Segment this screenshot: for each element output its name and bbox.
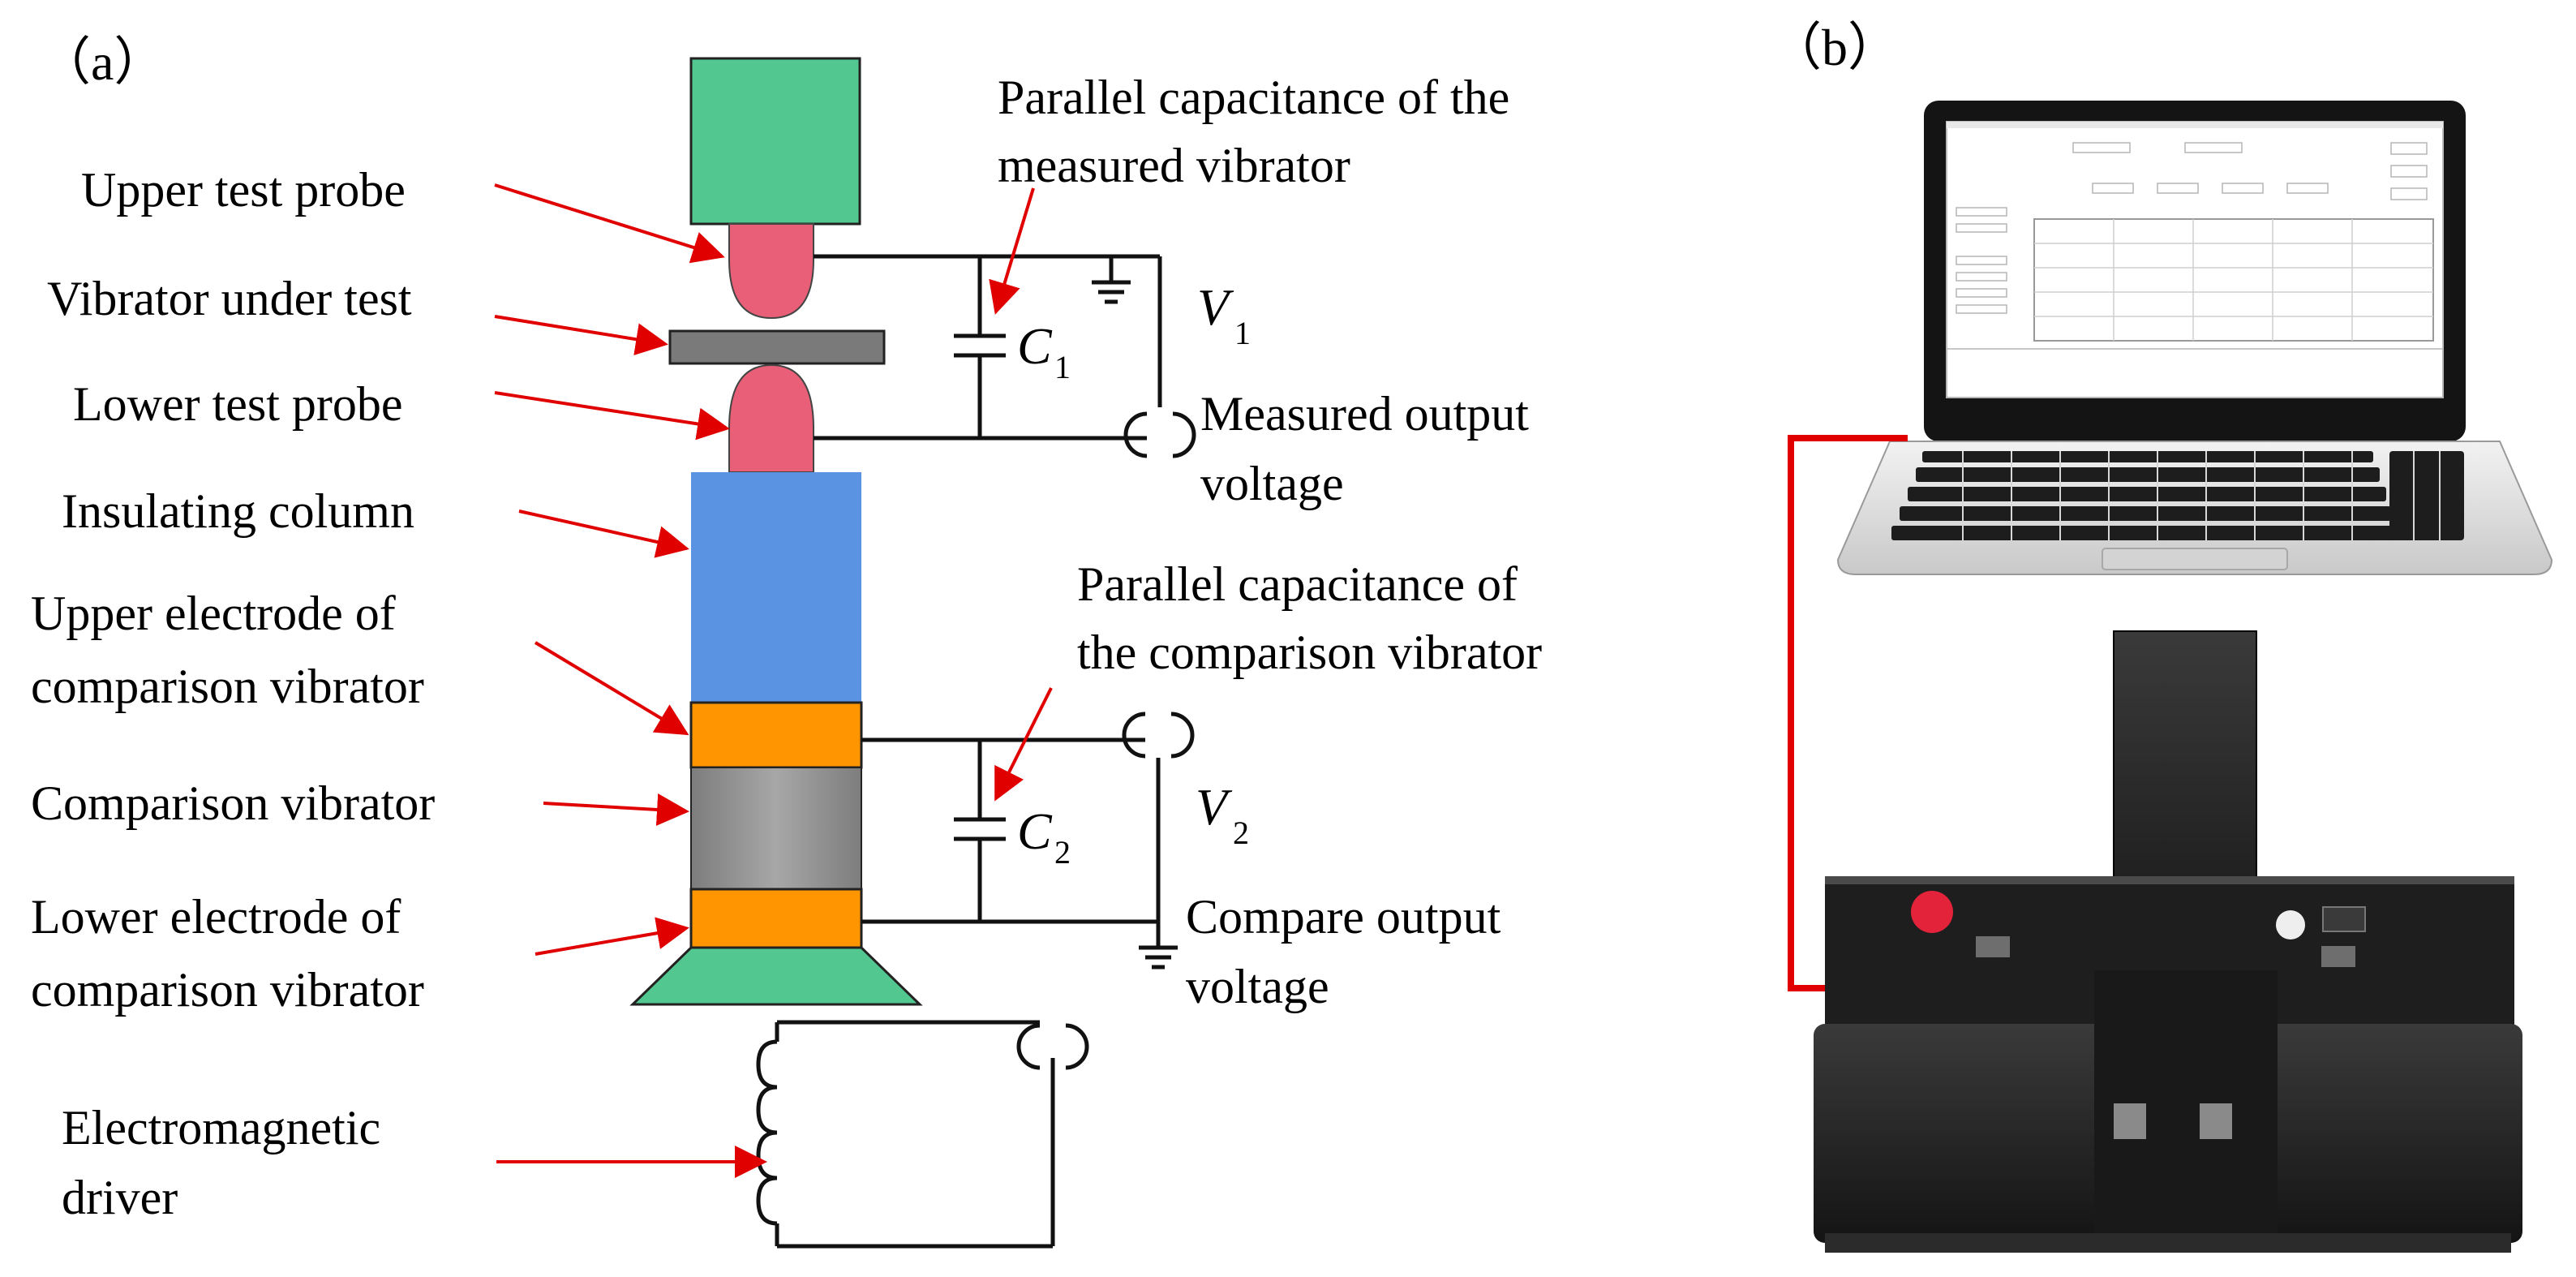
- laptop-photo: [1836, 101, 2553, 575]
- laptop-touchpad: [2102, 548, 2288, 570]
- keyboard-key-gaps: [1962, 451, 2441, 540]
- symbol-v2: V: [1196, 778, 1233, 836]
- latch-front-left: [2114, 1103, 2146, 1139]
- label-measured-line2: voltage: [1200, 457, 1344, 510]
- latch-left-top: [1976, 936, 2010, 957]
- symbol-c2-sub: 2: [1054, 834, 1071, 871]
- base: [629, 946, 923, 1006]
- label-driver-line2: driver: [62, 1171, 178, 1224]
- symbol-v2-sub: 2: [1233, 815, 1249, 851]
- label-compare-line2: voltage: [1186, 960, 1329, 1013]
- electromagnetic-driver: [756, 1020, 1089, 1249]
- emergency-stop-button: [1911, 891, 1953, 933]
- symbol-v1: V: [1197, 278, 1234, 336]
- latch-right-top: [2321, 946, 2355, 967]
- label-comparison-vibrator: Comparison vibrator: [31, 776, 435, 830]
- device-base-strip: [1825, 1233, 2511, 1253]
- circuit-symbols: C 1 C 2 V 1 V 2: [1017, 278, 1251, 871]
- label-upper-electrode-line2: comparison vibrator: [31, 660, 424, 713]
- symbol-c1-sub: 1: [1054, 349, 1071, 385]
- insulating-column: [691, 472, 861, 703]
- screen-controls: [1946, 142, 2444, 398]
- lower-test-probe: [728, 363, 814, 473]
- label-c2-note-line1: Parallel capacitance of: [1077, 557, 1518, 611]
- panel-b: （b）: [1770, 19, 2553, 1253]
- top-green-block: [689, 57, 861, 226]
- comparison-vibrator: [690, 767, 862, 890]
- symbol-c1: C: [1017, 317, 1053, 375]
- label-driver-line1: Electromagnetic: [62, 1101, 380, 1154]
- label-lower-electrode-line2: comparison vibrator: [31, 963, 424, 1017]
- label-insulating-column: Insulating column: [62, 484, 414, 538]
- label-compare-line1: Compare output: [1186, 890, 1501, 944]
- symbol-c2: C: [1017, 802, 1053, 860]
- label-vibrator-under-test: Vibrator under test: [47, 272, 412, 325]
- annotation-arrows: [494, 183, 1053, 1178]
- screen-plot-area: [2033, 218, 2434, 342]
- panel-a-label: （a）: [39, 33, 165, 91]
- panel-b-label: （b）: [1770, 19, 1900, 76]
- label-c2-note-line2: the comparison vibrator: [1077, 626, 1542, 679]
- apparatus-stack: [629, 57, 923, 1006]
- label-upper-test-probe: Upper test probe: [81, 163, 406, 217]
- latch-front-right: [2200, 1103, 2232, 1139]
- label-lower-electrode-line1: Lower electrode of: [31, 890, 401, 944]
- device-top-highlight: [1825, 876, 2514, 884]
- lower-electrode: [689, 888, 863, 949]
- label-c1-note-line2: measured vibrator: [998, 139, 1350, 192]
- label-upper-electrode-line1: Upper electrode of: [31, 587, 396, 640]
- label-c1-note-line1: Parallel capacitance of the: [998, 71, 1509, 124]
- device-photo: [1814, 630, 2522, 1253]
- symbol-v1-sub: 1: [1234, 315, 1251, 351]
- upper-electrode: [689, 701, 863, 769]
- power-switch: [2276, 910, 2305, 939]
- device-display: [2322, 906, 2366, 932]
- measured-circuit: [814, 254, 1196, 458]
- label-lower-test-probe: Lower test probe: [73, 377, 403, 431]
- label-measured-line1: Measured output: [1200, 387, 1529, 441]
- upper-test-probe: [728, 223, 814, 320]
- screen-toolbar: [1947, 122, 2443, 128]
- left-labels: Upper test probe Vibrator under test Low…: [31, 163, 435, 1224]
- panel-a: （a）: [31, 33, 1542, 1249]
- vibrator-under-test: [668, 329, 886, 365]
- comparison-circuit: [861, 712, 1195, 970]
- laptop-keyboard: [1891, 451, 2464, 540]
- screen-plot-grid: [2034, 219, 2433, 341]
- right-labels: Parallel capacitance of the measured vib…: [998, 71, 1542, 1013]
